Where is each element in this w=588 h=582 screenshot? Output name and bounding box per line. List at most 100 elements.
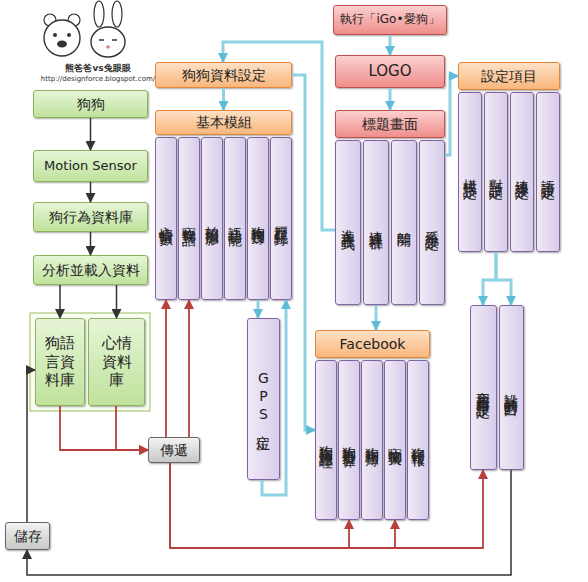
module-box: 進入主程式 (335, 140, 361, 305)
node-label: 歷程紀錄 (274, 215, 288, 223)
flow-connector (165, 300, 167, 437)
header-box: 設定項目 (458, 62, 560, 90)
node-label: 套用資料庫設定 (477, 381, 491, 395)
node-label: 標題畫面 (362, 116, 418, 132)
watermark-text: http://designforce.blogspot.com/ (36, 75, 160, 83)
module-box: 連線設定 (510, 92, 534, 252)
node-label: 儲存 (14, 528, 42, 544)
module-box: GPS定位 (247, 318, 280, 480)
node-label: Motion Sensor (44, 159, 137, 174)
node-label: 狗狗資料設定 (182, 67, 266, 83)
flow-connector (188, 300, 190, 437)
node-label: Facebook (340, 336, 406, 352)
flow-connector (90, 118, 92, 150)
bear-nose (57, 41, 67, 48)
rabbit-head (91, 27, 125, 57)
process-box: 狗行為資料庫 (33, 202, 148, 232)
flow-connector (90, 182, 92, 202)
node-label: 設計新的對白 (505, 382, 519, 394)
module-box: 狗狗看世界 (338, 360, 360, 520)
flow-connector (223, 42, 335, 230)
bear-logo (44, 14, 80, 56)
flow-connector (389, 35, 392, 55)
node-label: 連線設定 (515, 168, 529, 176)
node-label: 寵物聊天 (388, 436, 402, 444)
module-box: 系統設定 (419, 140, 445, 305)
flow-connector (116, 285, 118, 318)
process-box: 分析並載入資料 (33, 255, 148, 285)
header-box: 狗狗資料設定 (155, 62, 292, 88)
node-label: 對話設定 (489, 168, 503, 176)
rabbit-ear (112, 1, 122, 27)
flow-connector (170, 463, 483, 548)
flow-connector (116, 406, 148, 450)
module-box: 寵物聊天 (384, 360, 406, 520)
node-label: 進入主程式 (341, 218, 355, 228)
group-frame (30, 313, 150, 411)
flow-connector (27, 470, 511, 575)
action-box: 儲存 (5, 522, 50, 550)
screen-box: 執行「iGo•愛狗」 (333, 5, 447, 35)
process-box: 心情資料庫 (88, 318, 145, 406)
node-label: 狗狗資訊管理 (319, 434, 333, 446)
node-label: 拍照攝影 (205, 215, 219, 223)
node-label: 模式設定 (463, 168, 477, 176)
node-label: 離開 (397, 221, 411, 225)
module-box: 語音功能 (224, 137, 246, 300)
module-box: 狗仔報報 (407, 360, 429, 520)
header-box: 基本模組 (155, 110, 292, 135)
module-box: 設計新的對白 (499, 305, 524, 470)
flow-connector (59, 285, 61, 318)
screen-box: LOGO (335, 55, 445, 88)
flow-connector (389, 88, 392, 110)
node-label: 寵物對話 (182, 215, 196, 223)
node-label: 狗語言資料庫 (44, 334, 76, 390)
node-label: LOGO (368, 63, 411, 80)
node-label: 基本模組 (196, 114, 252, 130)
node-label: 狗仔報報 (411, 436, 425, 444)
node-label: 執行「iGo•愛狗」 (340, 13, 439, 27)
node-label: 狗狗搜尋 (251, 215, 265, 223)
module-box: 狗狗資訊管理 (315, 360, 337, 520)
rabbit-logo (91, 1, 125, 57)
flow-connector (222, 88, 225, 110)
module-box: 寵物對話 (178, 137, 200, 300)
header-box: Facebook (315, 330, 430, 358)
module-box: 連線社群 (363, 140, 389, 305)
watermark-text: 熊爸爸vs兔眼眼 (36, 62, 160, 75)
bear-eye (53, 33, 57, 37)
flow-connector (170, 463, 395, 548)
flow-connector (483, 252, 496, 305)
node-label: 狗行為資料庫 (49, 209, 133, 225)
node-label: 心情指數 (159, 215, 173, 223)
node-label: 傳遞 (160, 442, 188, 458)
process-box: 狗語言資料庫 (35, 318, 85, 406)
module-box: 離開 (391, 140, 417, 305)
flow-connector (375, 305, 378, 330)
node-label: 分析並載入資料 (42, 262, 140, 278)
node-label: 狗狗看世界 (342, 435, 356, 445)
node-label: 設定項目 (481, 68, 537, 84)
flow-connector (90, 232, 92, 255)
node-label: 狗狗相簿 (365, 436, 379, 444)
screen-box: 標題畫面 (335, 110, 445, 138)
process-box: Motion Sensor (33, 150, 148, 182)
node-label: 心情資料庫 (101, 334, 133, 390)
node-label: 狗狗 (77, 96, 105, 112)
module-box: 歷程紀錄 (270, 137, 292, 300)
flow-connector (27, 370, 35, 522)
module-box: 狗狗相簿 (361, 360, 383, 520)
bear-head (44, 20, 80, 56)
module-box: 對話設定 (484, 92, 508, 252)
bear-eye (67, 33, 71, 37)
module-box: 套用資料庫設定 (470, 305, 497, 470)
flow-connector (257, 300, 260, 318)
flow-connector (445, 76, 458, 155)
module-box: 狗狗搜尋 (247, 137, 269, 300)
node-label: 語言設定 (541, 168, 555, 176)
flow-connector (60, 406, 148, 450)
action-box: 傳遞 (148, 437, 200, 463)
node-label: 系統設定 (425, 219, 439, 227)
